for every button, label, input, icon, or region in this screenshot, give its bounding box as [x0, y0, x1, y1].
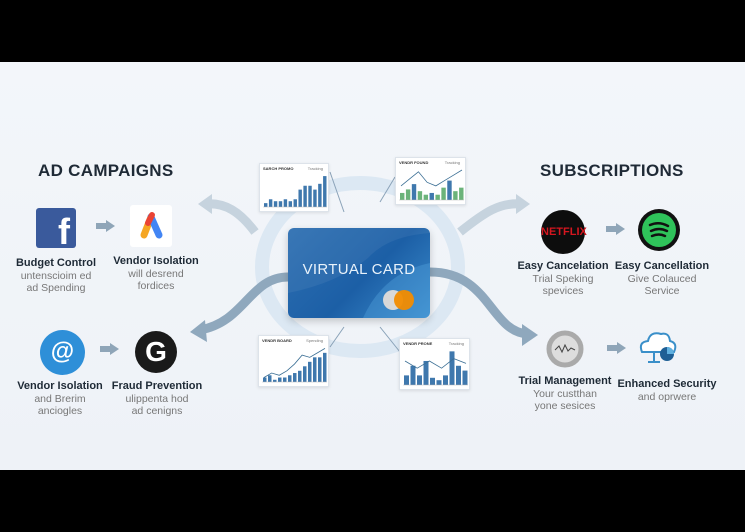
arrow-right-icon — [606, 223, 625, 235]
mini-chart-bar — [462, 370, 468, 385]
mini-chart-bar — [441, 187, 446, 200]
mini-chart-line — [263, 348, 326, 378]
mini-chart-bar — [400, 192, 405, 200]
google-g-icon: G — [135, 331, 177, 373]
mini-chart-line — [400, 169, 463, 187]
mini-chart-bar — [423, 360, 429, 385]
mini-chart-title: VENDR PRONE — [403, 341, 433, 346]
mini-chart-bar — [459, 187, 464, 200]
mini-chart-bar — [429, 192, 434, 200]
cloud-security-icon — [636, 328, 680, 368]
mini-chart-bar — [288, 201, 293, 207]
mini-chart-bar — [278, 377, 282, 382]
mini-chart-bar — [303, 185, 307, 207]
arrow-right-icon — [607, 342, 626, 354]
virtual-card: VIRTUAL CARD — [288, 228, 430, 318]
mini-chart-bar — [278, 201, 283, 207]
ad-campaigns-title: AD CAMPAIGNS — [38, 161, 174, 180]
mini-chart-bar — [443, 375, 448, 385]
mini-chart-title: VENDR BOARD — [262, 338, 292, 343]
mini-chart: VENDR PRONE Tracking — [399, 338, 470, 390]
mini-chart-bar — [453, 191, 458, 200]
arrow-right-icon — [100, 343, 119, 355]
mini-chart-legend: Tracking — [307, 166, 323, 171]
mini-chart-bar — [435, 194, 440, 200]
netflix-icon: NETFLIX — [541, 210, 587, 254]
ring-decoration — [255, 176, 465, 358]
mini-chart-bar — [293, 199, 297, 207]
mini-chart-bar — [430, 377, 435, 385]
infographic: AD CAMPAIGNS SUBSCRIPTIONS f @ G Budget … — [0, 62, 745, 470]
mini-chart-legend: Spending — [306, 338, 323, 343]
mini-chart-bar — [283, 377, 287, 382]
mini-chart-bar — [405, 189, 411, 200]
mini-chart: VENDR BOARD Spending — [258, 335, 329, 387]
mini-chart-bar — [423, 194, 429, 200]
at-sign-icon: @ — [40, 330, 85, 375]
google-ads-icon — [130, 205, 172, 247]
mini-chart-bar — [264, 203, 268, 207]
subscriptions-title: SUBSCRIPTIONS — [540, 161, 684, 180]
mini-chart: VENDR FOUND Tracking — [395, 157, 466, 205]
arrow-right-icon — [96, 220, 115, 232]
mini-chart-title: SARCH PROMO — [263, 166, 294, 171]
mini-chart-bar — [298, 189, 302, 207]
mini-chart-bar — [298, 370, 302, 382]
mini-chart-legend: Tracking — [444, 160, 460, 165]
flow-arrows — [190, 171, 538, 353]
mini-chart-bar — [404, 375, 409, 385]
mini-chart-bar — [449, 351, 455, 385]
mini-chart-bar — [447, 180, 452, 200]
trial-management-icon — [545, 329, 585, 369]
mini-chart: SARCH PROMO Tracking — [259, 163, 329, 212]
card-logo-circle-right — [394, 290, 414, 310]
card-label: VIRTUAL CARD — [302, 261, 416, 278]
mini-chart-line — [404, 358, 467, 369]
mini-chart-bar — [313, 357, 317, 382]
mini-chart-bar — [456, 365, 461, 385]
arrow-head — [198, 194, 212, 214]
facebook-icon: f — [36, 208, 76, 248]
mini-chart-bar — [436, 380, 442, 385]
mini-chart-bar — [288, 375, 292, 382]
mini-chart-bar — [273, 379, 277, 382]
mini-chart-bar — [303, 366, 307, 382]
mini-chart-bar — [263, 377, 267, 382]
mini-chart-bar — [313, 189, 317, 207]
mini-chart-legend: Tracking — [448, 341, 464, 346]
mini-chart-bar — [323, 176, 327, 207]
mini-chart-bar — [308, 185, 312, 207]
mini-chart-bar — [273, 201, 278, 207]
spotify-icon — [638, 209, 680, 251]
mini-chart-title: VENDR FOUND — [399, 160, 429, 165]
mini-chart-bar — [323, 352, 327, 382]
mini-chart-bar — [293, 373, 297, 382]
mini-chart-bar — [318, 183, 322, 207]
mini-chart-bar — [268, 375, 272, 382]
mini-chart-bar — [283, 199, 288, 207]
mini-chart-bar — [417, 191, 423, 200]
mini-chart-bar — [417, 375, 422, 385]
mini-chart-bar — [308, 361, 312, 382]
mini-chart-bar — [268, 199, 273, 207]
mini-chart-bar — [411, 184, 417, 200]
mini-chart-bar — [410, 365, 416, 385]
mini-chart-bar — [318, 357, 322, 382]
